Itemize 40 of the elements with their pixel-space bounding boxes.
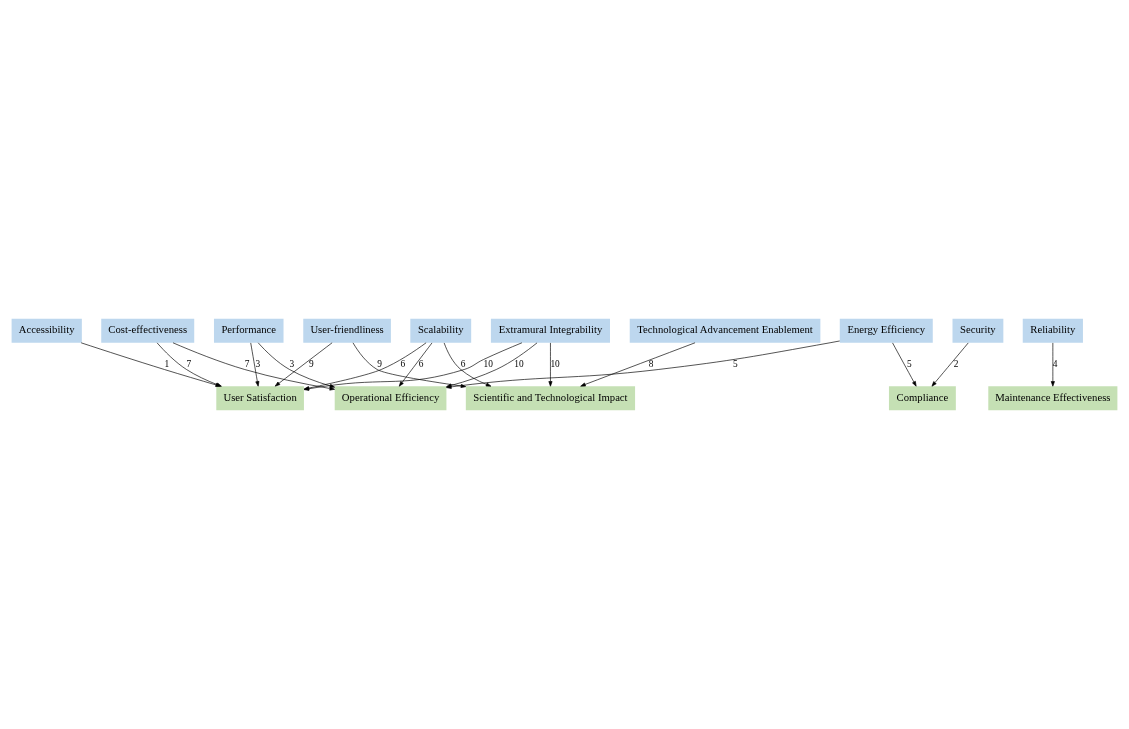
- edge-label: 9: [377, 358, 382, 369]
- node-box: Operational Efficiency: [334, 386, 447, 411]
- edge-label: 4: [1052, 358, 1058, 369]
- node-box: Performance: [213, 318, 284, 343]
- node-box: Energy Efficiency: [839, 318, 933, 343]
- node-box: Reliability: [1022, 318, 1083, 343]
- arrow: [1050, 342, 1055, 387]
- node-box: Security: [952, 318, 1004, 343]
- edge-label: 3: [289, 358, 295, 369]
- edge-label: 9: [308, 358, 314, 369]
- node-box: Scientific and Technological Impact: [465, 386, 636, 411]
- edge-label: 6: [400, 358, 406, 369]
- edge-label: 10: [514, 358, 524, 369]
- node-box: User-friendliness: [303, 318, 391, 343]
- edge-label: 10: [483, 358, 493, 369]
- node-box: User Satisfaction: [216, 386, 304, 411]
- arrow: [892, 342, 917, 387]
- arrow: [398, 342, 433, 387]
- node-box: Cost-effectiveness: [101, 318, 195, 343]
- edge-label: 5: [907, 358, 912, 369]
- node-box: Extramural Integrability: [490, 318, 610, 343]
- edge-label: 6: [460, 358, 466, 369]
- edge-label: 3: [255, 358, 261, 369]
- node-box: Scalability: [410, 318, 472, 343]
- node-box: Accessibility: [11, 318, 82, 343]
- edge-label: 2: [953, 358, 959, 369]
- edge-label: 7: [244, 358, 250, 369]
- arrow: [250, 342, 260, 387]
- arrow: [548, 342, 553, 387]
- node-box: Maintenance Effectiveness: [988, 386, 1118, 411]
- arrow: [580, 342, 696, 387]
- arrow: [931, 342, 969, 387]
- node-box: Technological Advancement Enablement: [629, 318, 821, 343]
- edge-label: 10: [550, 358, 560, 369]
- edge-label: 8: [648, 358, 654, 369]
- node-box: Compliance: [888, 386, 956, 411]
- edge-label: 7: [186, 358, 192, 369]
- edge-label: 6: [418, 358, 424, 369]
- edge-label: 1: [164, 358, 170, 369]
- edge-label: 5: [733, 358, 738, 369]
